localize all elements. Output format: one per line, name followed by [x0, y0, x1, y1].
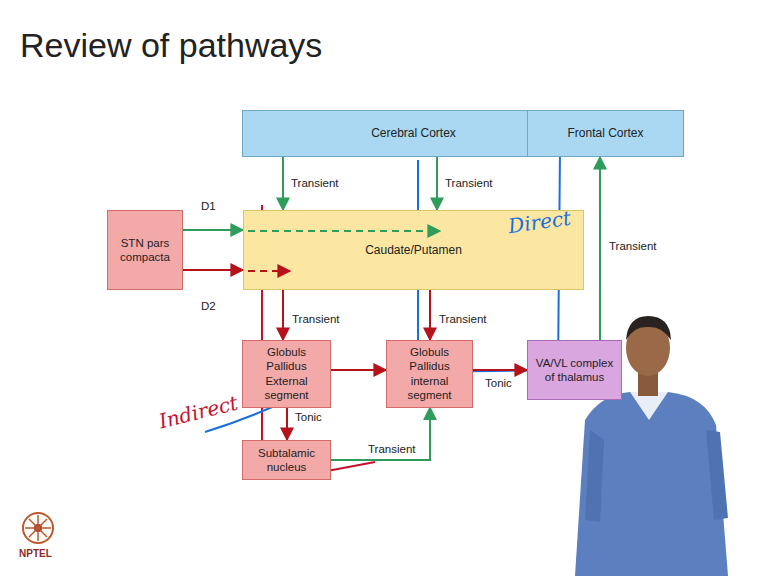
logo-text: NPTEL	[19, 548, 52, 559]
pathway-arrow	[436, 157, 438, 210]
pathway-label: Transient	[607, 240, 659, 252]
handwritten-note: Indirect	[156, 391, 240, 434]
pathway-arrow	[429, 290, 431, 340]
pathway-arrow	[282, 157, 284, 210]
nucleus-box: Globuls Pallidus External segment	[242, 340, 331, 408]
node-text: VA/VL complex of thalamus	[533, 356, 616, 385]
pathway-arrow	[282, 290, 284, 340]
pathway-arrow	[331, 369, 386, 371]
node-text: Subtalamic nucleus	[248, 446, 325, 475]
logo-emblem	[23, 513, 53, 543]
pathway-label: D1	[199, 200, 218, 212]
nucleus-box: Globuls Pallidus internal segment	[386, 340, 473, 408]
pathway-label: D2	[199, 300, 218, 312]
pathway-label: Transient	[289, 177, 341, 189]
node-text: Caudate/Putamen	[365, 243, 462, 258]
cortex-box: Frontal Cortex	[527, 110, 684, 157]
pathway-arrow	[183, 229, 243, 231]
node-text: Frontal Cortex	[567, 126, 643, 141]
node-text: Cerebral Cortex	[371, 126, 456, 141]
nucleus-box: STN pars compacta	[107, 210, 183, 290]
node-text: Globuls Pallidus internal segment	[392, 345, 467, 403]
pathway-arrow	[331, 408, 430, 461]
slide-title: Review of pathways	[20, 26, 322, 65]
pathway-label: Transient	[437, 313, 489, 325]
thalamus-box: VA/VL complex of thalamus	[527, 340, 622, 400]
node-text: Globuls Pallidus External segment	[248, 345, 325, 403]
pathway-label: Transient	[366, 443, 418, 455]
node-text: STN pars compacta	[113, 236, 177, 265]
pathway-arrow	[286, 408, 288, 441]
pathway-arrow	[183, 269, 243, 271]
pathway-label: Tonic	[483, 377, 514, 389]
pathway-arrow	[473, 369, 527, 371]
pathway-arrow	[599, 157, 601, 340]
pathway-label: Transient	[443, 177, 495, 189]
nucleus-box: Subtalamic nucleus	[242, 440, 331, 480]
pathway-label: Transient	[290, 313, 342, 325]
pathway-label: Tonic	[293, 411, 324, 423]
